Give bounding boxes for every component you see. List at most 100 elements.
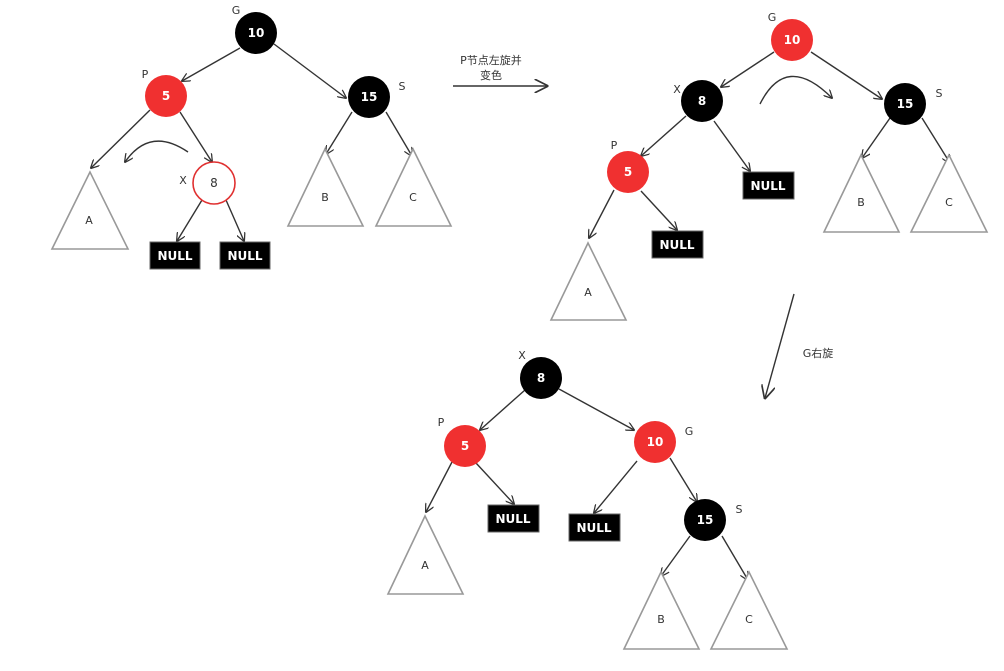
node-x-value: 8 [537, 371, 545, 385]
null-box [651, 230, 704, 259]
edge-s-b [326, 111, 353, 154]
subtree-b-label: B [657, 613, 665, 626]
step-1-text-line2: 变色 [480, 68, 502, 82]
node-p-label: P [142, 68, 149, 81]
subtree-a [50, 170, 130, 250]
node-x [520, 357, 562, 399]
node-p-value: 5 [461, 439, 469, 453]
node-p-value: 5 [624, 165, 632, 179]
node-x-label: X [673, 83, 681, 96]
step-2-arrow [765, 293, 795, 398]
edge-g-s [810, 51, 882, 99]
node-x-label: X [518, 349, 526, 362]
node-s-label: S [936, 87, 943, 100]
subtree-a-label: A [584, 286, 592, 299]
node-g [235, 12, 277, 54]
edge-g-s [273, 43, 346, 98]
edge-p-null [640, 190, 677, 230]
null-label: NULL [227, 249, 262, 263]
node-p-label: P [611, 139, 618, 152]
node-p-value: 5 [162, 89, 170, 103]
edge-x-p [480, 389, 526, 430]
node-s-value: 15 [361, 90, 378, 104]
node-g-label: G [768, 11, 777, 24]
subtree-c-label: C [409, 191, 417, 204]
node-s-value: 15 [897, 97, 914, 111]
node-p [145, 75, 187, 117]
subtree-a [386, 514, 465, 595]
node-g [771, 19, 813, 61]
node-s-label: S [736, 503, 743, 516]
subtree-b-label: B [857, 196, 865, 209]
subtree-a-label: A [85, 214, 93, 227]
null-label: NULL [495, 512, 530, 526]
subtree-c [374, 147, 453, 227]
node-s [684, 499, 726, 541]
diagram-2: A B C NULL NULL 10 G 8 X 5 P 15 S [549, 11, 989, 321]
node-g-value: 10 [248, 26, 265, 40]
node-g [634, 421, 676, 463]
null-box [149, 241, 201, 270]
null-label: NULL [157, 249, 192, 263]
edge-x-null2 [225, 199, 244, 241]
rotate-right-arrow [759, 75, 832, 105]
node-s [348, 76, 390, 118]
null-box [568, 513, 621, 542]
edge-s-b [862, 117, 891, 158]
edge-x-null1 [177, 199, 203, 241]
edge-g-s [669, 457, 697, 502]
edge-s-c [385, 111, 412, 156]
node-p [607, 151, 649, 193]
diagram-1: A B C NULL NULL 10 G 5 P 15 S 8 X [50, 4, 453, 270]
node-p [444, 425, 486, 467]
edge-p-null [475, 462, 514, 504]
edge-p-x [179, 111, 212, 162]
diagram-3: A B C NULL NULL 8 X 5 P 10 G 15 S [386, 349, 789, 650]
node-x [681, 80, 723, 122]
node-p-label: P [438, 416, 445, 429]
node-g-label: G [685, 425, 694, 438]
step-1: P节点左旋并 变色 [453, 53, 547, 86]
edge-g-null [594, 460, 638, 513]
null-label: NULL [576, 521, 611, 535]
subtree-a-label: A [421, 559, 429, 572]
edge-s-b [661, 535, 691, 576]
edge-x-g [558, 388, 634, 430]
node-s-label: S [399, 80, 406, 93]
step-1-text-line1: P节点左旋并 [460, 53, 522, 67]
step-2-text: G右旋 [803, 346, 834, 360]
edge-p-a [426, 461, 453, 512]
edge-x-p [641, 115, 687, 156]
subtree-c [709, 570, 789, 650]
node-g-label: G [232, 4, 241, 17]
edge-p-a [91, 109, 151, 168]
null-label: NULL [750, 179, 785, 193]
node-x-value: 8 [210, 176, 218, 190]
node-s-value: 15 [697, 513, 714, 527]
edge-p-a [589, 189, 615, 238]
subtree-b-label: B [321, 191, 329, 204]
subtree-c-label: C [945, 196, 953, 209]
node-s [884, 83, 926, 125]
edge-s-c [921, 117, 950, 163]
subtree-b [286, 147, 365, 227]
rotate-left-arrow [125, 140, 189, 162]
subtree-c-label: C [745, 613, 753, 626]
null-label: NULL [659, 238, 694, 252]
edge-g-p [182, 47, 241, 81]
subtree-a [549, 241, 628, 321]
edge-s-c [721, 535, 748, 580]
step-2: G右旋 [765, 293, 834, 398]
node-x [192, 161, 236, 205]
null-box [742, 171, 795, 200]
null-box [219, 241, 271, 270]
subtree-c [909, 153, 989, 233]
subtree-b [822, 153, 901, 233]
node-g-value: 10 [647, 435, 664, 449]
subtree-b [622, 570, 701, 650]
node-x-value: 8 [698, 94, 706, 108]
node-x-label: X [179, 174, 187, 187]
edge-x-null [713, 120, 750, 171]
null-box [487, 504, 540, 533]
